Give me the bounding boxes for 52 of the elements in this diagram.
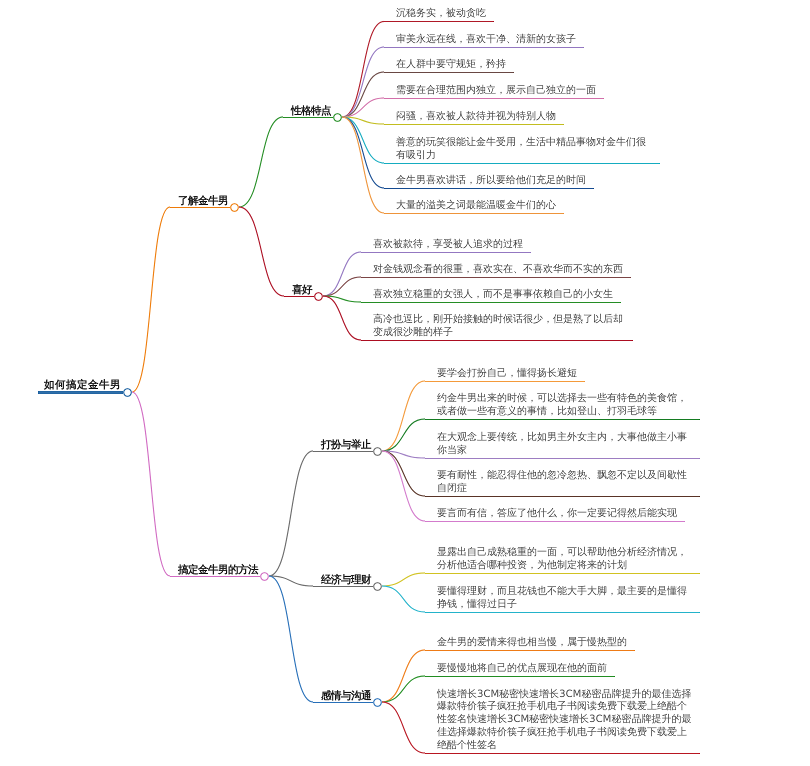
connector-line <box>382 450 426 497</box>
subtopic-label: 审美永远在线，喜欢干净、清新的女孩子 <box>384 34 584 48</box>
subtopic-label: 闷骚，喜欢被人款待并视为特别人物 <box>384 110 564 124</box>
connector-line <box>382 701 426 754</box>
connector-line <box>342 46 384 118</box>
connector-line <box>382 675 426 703</box>
topic-label: 经济与理财 <box>313 574 373 586</box>
topic-label: 打扮与举止 <box>313 438 373 452</box>
connector-line <box>238 116 284 208</box>
connector-line <box>342 116 384 214</box>
topic-label: 搞定金牛男的方法 <box>170 564 260 576</box>
subtopic-label: 对金钱观念看的很重，喜欢实在、不喜欢华而不实的东西 <box>361 264 631 278</box>
subtopic-label: 要慢慢地将自己的优点展现在他的面前 <box>425 662 615 676</box>
subtopic-label: 需要在合理范围内独立，展示自己独立的一面 <box>384 84 604 98</box>
connector-line <box>342 116 384 164</box>
connector-line <box>132 206 170 392</box>
topic-label: 性格特点 <box>283 104 333 118</box>
subtopic-label: 金牛男的爱情来得也相当慢，属于慢热型的 <box>425 636 635 650</box>
connector-line <box>342 71 384 118</box>
subtopic-label: 沉稳务实，被动贪吃 <box>384 8 494 22</box>
subtopic-label: 金牛男喜欢讲话，所以要给他们充足的时间 <box>384 174 594 188</box>
connector-line <box>382 418 426 452</box>
subtopic-label: 在大观念上要传统，比如男主外女主内，大事他做主小事你当家 <box>425 432 700 458</box>
subtopic-label: 要学会打扮自己，懂得扬长避短 <box>425 368 585 382</box>
subtopic-label: 要有耐性，能忍得住他的忽冷忽热、飘忽不定以及间歇性自闭症 <box>425 470 700 496</box>
subtopic-label: 善意的玩笑很能让金牛受用，生活中精品事物对金牛们很有吸引力 <box>384 136 660 164</box>
connector-line <box>268 575 314 703</box>
connector-line <box>382 380 426 452</box>
connector-line <box>268 575 314 587</box>
subtopic-label: 喜欢被款待，享受被人追求的过程 <box>361 238 531 252</box>
central-topic-label: 如何搞定金牛男 <box>38 378 123 394</box>
subtopic-label: 约金牛男出来的时候，可以选择去一些有特色的美食馆，或者做一些有意义的事情，比如登山、打羽毛球等 <box>425 392 700 420</box>
connector-line <box>322 276 362 297</box>
subtopic-label: 快速增长3CM秘密快速增长3CM秘密品牌提升的最佳选择爆款特价筷子疯狂抢手机电子书阅读免费下载爱上绝酷个性签名快速增长3CM秘密快速增长3CM秘密品牌提升的最佳选择爆款特价筷子疯狂抢手机电子书阅读免费下载爱上绝酷个性签名 <box>425 688 700 754</box>
topic-label: 了解金牛男 <box>170 194 230 208</box>
subtopic-label: 要懂得理财，而且花钱也不能大手大脚，最主要的是懂得挣钱，懂得过日子 <box>425 586 700 612</box>
subtopic-label: 高冷也逗比，刚开始接触的时候话很少，但是熟了以后却变成很沙雕的样子 <box>361 314 633 340</box>
connector-line <box>382 450 426 522</box>
connector-line <box>322 251 362 297</box>
subtopic-label: 大量的溢美之词最能温暖金牛们的心 <box>384 200 564 214</box>
connector-line <box>322 295 362 341</box>
subtopic-label: 喜欢独立稳重的女强人，而不是事事依赖自己的小女生 <box>361 288 621 302</box>
topic-label: 喜好 <box>284 284 314 296</box>
topic-label: 感情与沟通 <box>313 690 373 702</box>
subtopic-label: 要言而有信，答应了他什么，你一定要记得然后能实现 <box>425 508 685 522</box>
connector-line <box>342 20 384 118</box>
connector-line <box>238 206 284 297</box>
subtopic-label: 在人群中要守规矩，矜持 <box>384 58 514 72</box>
connector-line <box>268 450 314 577</box>
connector-line <box>132 392 170 576</box>
subtopic-label: 显露出自己成熟稳重的一面，可以帮助他分析经济情况，分析他适合哪种投资，为他制定将来的计划 <box>425 546 700 574</box>
connector-line <box>382 585 426 613</box>
